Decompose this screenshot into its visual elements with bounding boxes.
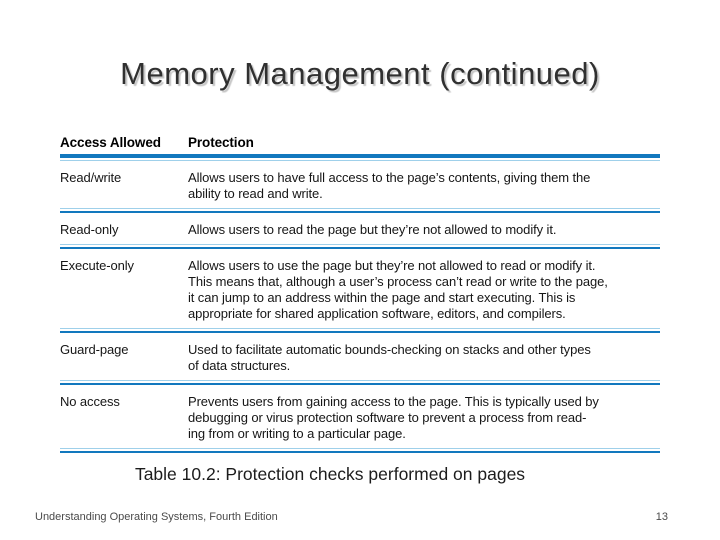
table-row: Guard-page Used to facilitate automatic … [60,334,660,380]
protection-cell: Allows users to have full access to the … [188,170,591,201]
column-header-protection: Protection [188,135,254,150]
table-row: No access Prevents users from gaining ac… [60,386,660,448]
row-rule [60,208,660,214]
table-caption: Table 10.2: Protection checks performed … [134,464,526,484]
column-header-access-allowed: Access Allowed [60,135,161,150]
access-allowed-cell: Read/write [60,170,122,185]
table-header-row: Access Allowed Protection [60,135,660,154]
table-row: Execute-only Allows users to use the pag… [60,250,660,328]
protection-cell: Allows users to use the page but they’re… [188,258,608,321]
protection-table: Access Allowed Protection Read/write All… [60,135,660,454]
table-row: Read-only Allows users to read the page … [60,214,660,244]
slide-footer: Understanding Operating Systems, Fourth … [35,511,668,523]
protection-cell: Prevents users from gaining access to th… [188,394,599,441]
protection-cell: Used to facilitate automatic bounds-chec… [188,342,591,373]
access-allowed-cell: Read-only [60,222,119,237]
footer-book-title: Understanding Operating Systems, Fourth … [35,511,278,523]
slide-title: Memory Management (continued) [120,56,600,91]
row-rule [60,380,660,386]
access-allowed-cell: Execute-only [60,258,134,273]
protection-cell: Allows users to read the page but they’r… [188,222,557,237]
page-number: 13 [655,511,668,523]
row-rule [60,244,660,250]
table-row: Read/write Allows users to have full acc… [60,162,660,208]
access-allowed-cell: No access [60,394,120,409]
row-rule [60,328,660,334]
table-bottom-rule [60,448,660,454]
header-rule [60,154,660,162]
access-allowed-cell: Guard-page [60,342,129,357]
